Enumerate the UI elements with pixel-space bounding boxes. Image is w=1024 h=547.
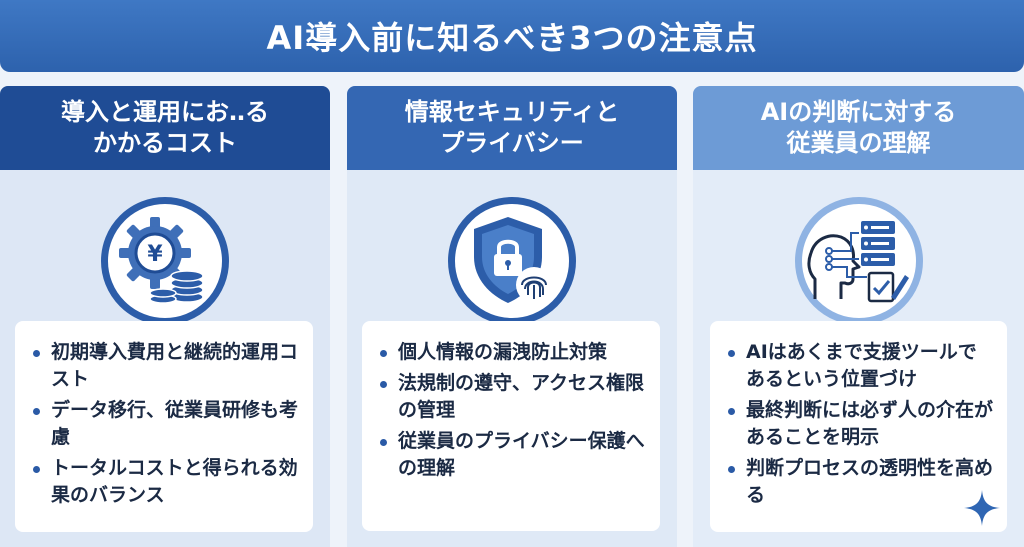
column-heading: AIの判断に対する 従業員の理解 bbox=[693, 86, 1024, 170]
list-item: 従業員のプライバシー保護への理解 bbox=[378, 428, 646, 482]
column-ai-judgment: AIの判断に対する 従業員の理解 bbox=[693, 86, 1024, 547]
ai-judgment-list: AIはあくまで支援ツールであるという位置づけ 最終判断には必ず人の介在があること… bbox=[710, 321, 1007, 532]
column-cost: 導入と運用にお‥る かかるコスト ¥ bbox=[0, 86, 330, 547]
list-item: 個人情報の漏洩防止対策 bbox=[378, 339, 646, 366]
list-item: データ移行、従業員研修も考慮 bbox=[31, 397, 299, 451]
security-list: 個人情報の漏洩防止対策 法規制の遵守、アクセス権限の管理 従業員のプライバシー保… bbox=[362, 321, 660, 531]
list-item: 初期導入費用と継続的運用コスト bbox=[31, 339, 299, 393]
column-heading-line2: 従業員の理解 bbox=[786, 129, 931, 157]
yen-gear-coins-icon: ¥ bbox=[101, 197, 229, 325]
shield-lock-fingerprint-icon bbox=[448, 197, 576, 325]
column-heading-line2: かかるコスト bbox=[92, 129, 237, 157]
column-security: 情報セキュリティと プライバシー 個人情報の漏洩防止対策 法規制の遵守、アクセス… bbox=[347, 86, 677, 547]
list-item: AIはあくまで支援ツールであるという位置づけ bbox=[726, 339, 993, 393]
column-heading: 情報セキュリティと プライバシー bbox=[347, 86, 677, 170]
sparkle-icon bbox=[964, 490, 1000, 526]
list-item: トータルコストと得られる効果のバランス bbox=[31, 455, 299, 509]
list-item: 判断プロセスの透明性を高める bbox=[726, 455, 993, 509]
column-heading-line1: 情報セキュリティと bbox=[404, 97, 620, 126]
column-heading-line2: プライバシー bbox=[440, 129, 584, 157]
page-title: AI導入前に知るべき3つの注意点 bbox=[266, 19, 758, 57]
svg-text:¥: ¥ bbox=[147, 242, 163, 267]
column-heading: 導入と運用にお‥る かかるコスト bbox=[0, 86, 330, 170]
title-bar: AI導入前に知るべき3つの注意点 bbox=[0, 0, 1024, 72]
list-item: 最終判断には必ず人の介在があることを明示 bbox=[726, 397, 993, 451]
cost-list: 初期導入費用と継続的運用コスト データ移行、従業員研修も考慮 トータルコストと得… bbox=[15, 321, 313, 532]
column-heading-line1: AIの判断に対する bbox=[760, 97, 957, 126]
column-heading-line1: 導入と運用にお‥る bbox=[60, 97, 269, 126]
list-item: 法規制の遵守、アクセス権限の管理 bbox=[378, 370, 646, 424]
head-server-checklist-icon bbox=[794, 197, 923, 325]
